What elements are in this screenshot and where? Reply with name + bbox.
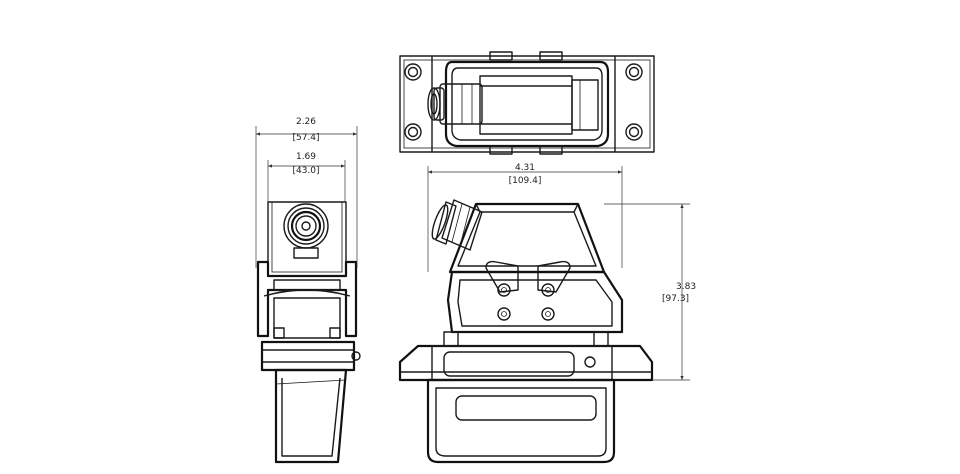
- dim-text-97-3: [97.3]: [662, 294, 689, 304]
- lever-hole: [541, 307, 555, 321]
- dim-text-2-26: 2.26: [296, 117, 316, 127]
- cable-gland-top: [427, 83, 483, 125]
- dim-text-1-69: 1.69: [296, 152, 316, 162]
- bolt-hole: [625, 63, 643, 81]
- cable-gland-end: [283, 203, 329, 259]
- dim-text-109-4: [109.4]: [509, 176, 542, 186]
- lever-hole: [497, 307, 511, 321]
- dim-text-4-31: 4.31: [515, 163, 535, 173]
- lever-hole: [541, 283, 555, 297]
- dimension-front-height: 3.83 [97.3]: [604, 203, 696, 381]
- bolt-hole: [625, 123, 643, 141]
- lever-hole: [497, 283, 511, 297]
- dimension-side-body-width: 1.69 [43.0]: [267, 152, 346, 202]
- front-view: [398, 199, 654, 464]
- dimension-side-width: 2.26 [57.4]: [255, 117, 358, 268]
- bolt-hole: [404, 63, 422, 81]
- side-view: [256, 201, 361, 464]
- cable-gland-front: [431, 199, 483, 251]
- bolt-hole: [404, 123, 422, 141]
- dim-text-3-83: 3.83: [676, 282, 696, 292]
- dimension-front-width: 4.31 [109.4]: [427, 163, 623, 272]
- dim-text-57-4: [57.4]: [292, 133, 319, 143]
- dim-text-43-0: [43.0]: [292, 166, 319, 176]
- top-view: [399, 51, 655, 155]
